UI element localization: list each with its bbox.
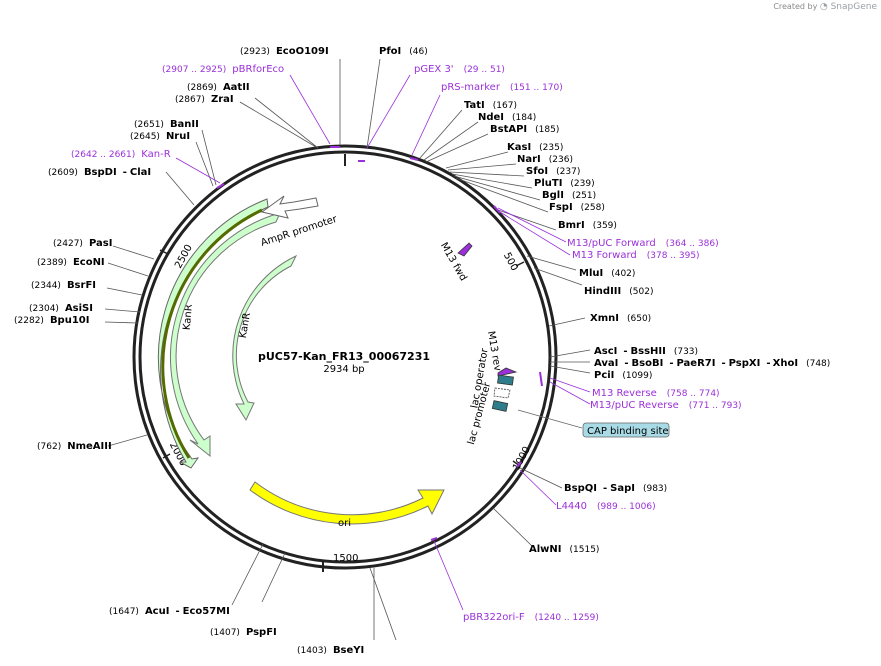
site-pcii: AlwNI(1515)	[529, 544, 599, 555]
site-alwni: (1407)PspFI	[210, 627, 277, 638]
kanr-inner-arrow	[170, 212, 281, 458]
site-bstapi: BstAPI(185)	[490, 124, 559, 135]
site-asci-bsshii: AscI-BssHII(733)	[594, 346, 698, 357]
site-banii: (2651)BanII	[134, 119, 199, 130]
site-econi: (2389)EcoNI	[37, 257, 105, 268]
site-kasi: KasI(235)	[507, 142, 563, 153]
primer-leaders	[175, 74, 591, 611]
plasmid-name: pUC57-Kan_FR13_00067231	[258, 350, 430, 363]
site-bsrfi: (2344)BsrFI	[31, 280, 96, 291]
cap-label-box	[582, 422, 670, 438]
cap-site-box	[491, 400, 509, 412]
lac-promoter-label: lac promoter	[466, 380, 493, 446]
credit-prefix: Created by	[773, 2, 818, 11]
tick-500	[515, 261, 525, 267]
m13fwd-arrow	[457, 242, 473, 257]
site-mlui: MluI(402)	[579, 268, 635, 279]
m13rev-arrow	[497, 367, 518, 377]
site-nrui: (2645)NruI	[130, 131, 190, 142]
site-bpu10i: (2282)Bpu10I	[14, 315, 89, 326]
cap-leader	[517, 409, 583, 429]
site-fspi: FspI(258)	[549, 202, 605, 213]
site-pluti: PluTI(239)	[534, 178, 595, 189]
site-nari: NarI(236)	[517, 154, 573, 165]
snapgene-logo: ◔ SnapGene	[819, 2, 877, 12]
site-aatii: (2869)AatII	[187, 82, 250, 93]
backbone-outer	[132, 144, 558, 570]
tick-2000	[162, 453, 171, 459]
site-bgli: BglI(251)	[542, 190, 596, 201]
primer-pgex3: pGEX 3'(29 .. 51)	[414, 64, 505, 75]
primer-m13reverse: M13 Reverse(758 .. 774)	[592, 388, 720, 399]
tick-2500	[159, 249, 169, 255]
site-avai-group: AvaI-BsoBI-PaeR7I-PspXI-XhoI(748)	[594, 358, 830, 369]
primer-l4440: L4440(989 .. 1006)	[556, 501, 656, 512]
ori-label: ori	[338, 518, 351, 529]
primer-m13pucfwd: M13/pUC Forward(364 .. 386)	[567, 238, 719, 249]
site-asisi: (2304)AsiSI	[29, 303, 93, 314]
site-nmeaiii: PciI(1099)	[594, 370, 652, 381]
primer-pbr322: pBR322ori-F(1240 .. 1259)	[463, 612, 599, 623]
primer-kanr: (2642 .. 2661)Kan-R	[71, 149, 171, 160]
lac-operator-box	[497, 374, 514, 386]
snapgene-credit: Created by ◔ SnapGene	[773, 2, 877, 12]
site-pfoi: PfoI(46)	[379, 46, 428, 57]
kanr-outer-highlight	[161, 208, 263, 459]
primer-m13forward: M13 Forward(378 .. 395)	[572, 250, 700, 261]
site-bspdi-clai: (2609)BspDI-ClaI	[48, 167, 151, 178]
site-zrai: (2867)ZraI	[175, 94, 234, 105]
site-bmri: BmrI(359)	[558, 220, 617, 231]
site-ecoo109i: (2923)EcoO109I	[240, 46, 329, 57]
kanr-outer-label: KanR	[182, 304, 195, 331]
site-pspfi: (1403)BseYI	[297, 645, 364, 656]
kanr-inner-label: KanR	[238, 312, 253, 339]
site-acui-eco57mi: (1647)AcuI-Eco57MI	[109, 606, 230, 617]
site-bspqi-sapi: BspQI-SapI(983)	[564, 483, 667, 494]
ampr-promoter-arrow	[260, 195, 319, 219]
site-pflmi: (762)NmeAIII	[37, 441, 112, 452]
site-ndei: NdeI(184)	[478, 112, 536, 123]
site-tati: TatI(167)	[464, 100, 517, 111]
plasmid-size: 2934 bp	[323, 364, 364, 375]
tick-label-500: 500	[501, 251, 520, 273]
site-sfoi: SfoI(237)	[526, 166, 580, 177]
lac-promoter-arrow	[493, 387, 511, 399]
leader-lines	[104, 58, 591, 641]
primer-pbrforeco: (2907 .. 2925)pBRforEco	[162, 64, 284, 75]
ori-arrow	[249, 481, 445, 525]
site-hindiii: HindIII(502)	[584, 286, 653, 297]
primer-prsmarker: pRS-marker(151 .. 170)	[441, 82, 563, 93]
primer-m13pucrev: M13/pUC Reverse(771 .. 793)	[590, 400, 742, 411]
kanr-inner2-arrow	[232, 254, 298, 422]
credit-brand: SnapGene	[830, 2, 877, 12]
cap-label: CAP binding site	[587, 426, 669, 437]
site-pasi: (2427)PasI	[53, 238, 112, 249]
site-xmni: XmnI(650)	[590, 313, 651, 324]
primer-marks	[216, 146, 543, 541]
tick-label-1500: 1500	[333, 553, 358, 564]
